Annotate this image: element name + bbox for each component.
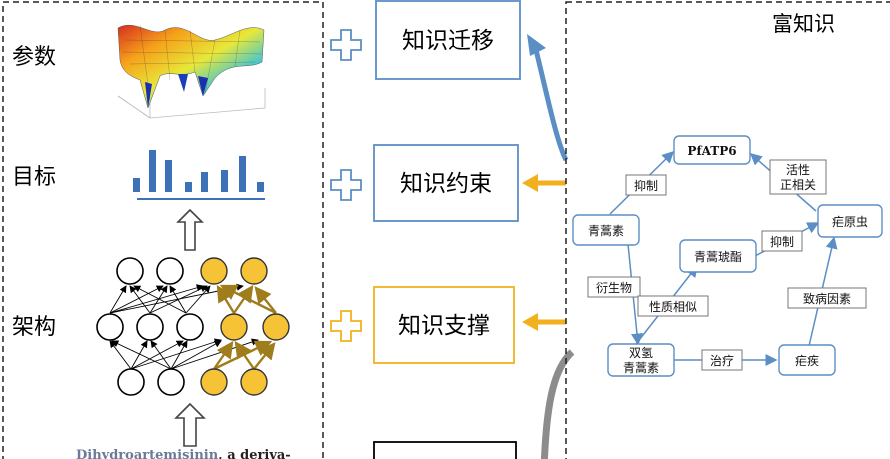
caption-line: Dihydroartemisinin, a deriva- — [76, 448, 291, 459]
row-label-objective: 目标 — [12, 165, 56, 190]
kg-edge-inhibit-1-label: 抑制 — [634, 178, 658, 193]
kg-node-artesunate-label: 青蒿琥酯 — [694, 250, 742, 264]
caption-name: Dihydroartemisinin — [76, 448, 219, 459]
kg-edge-inhibit-2: 抑制 — [761, 230, 803, 252]
kg-node-dha-line1: 双氢 — [629, 345, 653, 360]
kg-edge-derivative: 衍生物 — [587, 276, 641, 298]
kg-node-malaria-label: 疟疾 — [795, 353, 819, 368]
caption-rest: , a deriva- — [218, 448, 291, 459]
plus-icon — [330, 310, 362, 342]
knowledge-constraint-label: 知识约束 — [400, 171, 492, 197]
gold-arrowhead-icon — [522, 174, 538, 192]
row-label-parameters: 参数 — [12, 45, 56, 70]
kg-node-pfatp6-label: PfATP6 — [687, 144, 736, 158]
surface-plot-icon — [117, 24, 266, 119]
kg-edge-pathogen-label: 致病因素 — [803, 291, 851, 306]
neural-network-icon — [96, 257, 290, 396]
kg-edge-similar-label: 性质相似 — [649, 300, 697, 314]
kg-node-pfatp6: PfATP6 — [673, 135, 751, 165]
kg-edge-positive-line2: 正相关 — [780, 178, 816, 192]
kg-edge-derivative-label: 衍生物 — [596, 281, 632, 295]
kg-node-plasmodium: 疟原虫 — [817, 204, 883, 238]
plus-icon — [330, 169, 362, 201]
plus-icon — [330, 29, 362, 61]
kg-edge-inhibit-2-label: 抑制 — [770, 234, 794, 249]
kg-node-artemisinin-label: 青蒿素 — [588, 224, 624, 238]
blue-curved-arrow — [533, 49, 569, 162]
knowledge-support-label: 知识支撑 — [398, 313, 490, 339]
bar-histogram-icon — [133, 150, 265, 200]
kg-edge-treat-label: 治疗 — [710, 354, 734, 368]
kg-edge-treat: 治疗 — [701, 349, 743, 371]
kg-edge-positive-correlation: 活性 正相关 — [769, 159, 827, 195]
kg-node-dihydroartemisinin: 双氢 青蒿素 — [607, 343, 675, 377]
kg-node-malaria: 疟疾 — [778, 344, 836, 376]
knowledge-transfer-box — [375, 0, 521, 80]
kg-node-dha-line2: 青蒿素 — [623, 361, 659, 375]
hollow-up-arrow-icon — [174, 402, 206, 447]
cropped-box — [373, 441, 517, 459]
kg-edge-similar-properties: 性质相似 — [637, 295, 709, 317]
kg-node-plasmodium-label: 疟原虫 — [832, 214, 868, 229]
left-panel-frame — [2, 1, 324, 459]
right-panel-title: 富知识 — [772, 12, 835, 36]
knowledge-transfer-label: 知识迁移 — [402, 28, 494, 54]
kg-edge-pathogen: 致病因素 — [787, 287, 867, 309]
kg-edge-positive-line1: 活性 — [786, 163, 810, 177]
gray-curved-arrow — [540, 349, 575, 459]
kg-node-artesunate: 青蒿琥酯 — [679, 239, 757, 273]
knowledge-support-box — [373, 286, 515, 364]
hollow-up-arrow-icon — [176, 208, 204, 251]
gold-arrowhead-icon — [522, 313, 538, 331]
kg-edge-inhibit-1: 抑制 — [625, 174, 667, 196]
kg-node-artemisinin: 青蒿素 — [572, 214, 640, 246]
blue-arrowhead-icon — [527, 34, 546, 56]
row-label-architecture: 架构 — [12, 315, 56, 340]
right-panel-frame — [565, 1, 890, 459]
knowledge-constraint-box — [373, 144, 519, 222]
